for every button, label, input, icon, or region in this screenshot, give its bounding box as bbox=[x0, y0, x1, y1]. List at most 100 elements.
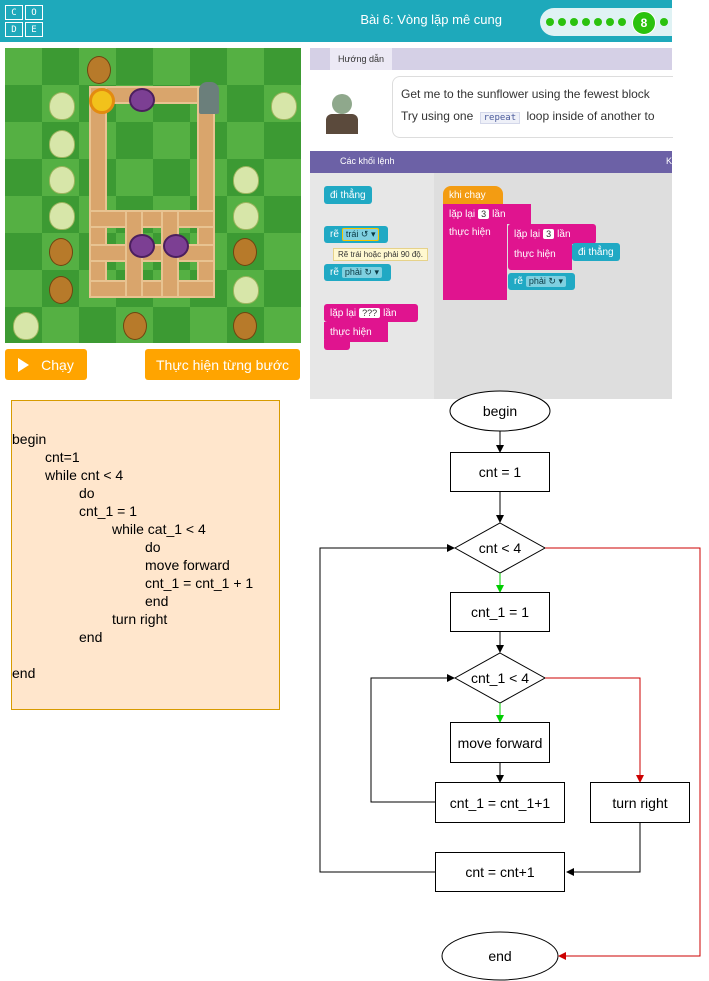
block-label: lần bbox=[557, 228, 571, 240]
tab-instructions[interactable]: Hướng dẫn bbox=[330, 48, 392, 70]
repeat-footer bbox=[324, 340, 350, 350]
code-line: end bbox=[12, 665, 36, 681]
inner-condition-label: cnt_1 < 4 bbox=[471, 670, 529, 686]
block-turn-left[interactable]: rẽ trái ↺ ▾ bbox=[324, 226, 389, 243]
zombie-icon bbox=[199, 82, 219, 114]
code-line: while cnt < 4 bbox=[45, 467, 124, 483]
maze-canvas bbox=[5, 48, 301, 343]
init-cnt-box: cnt = 1 bbox=[450, 452, 550, 492]
wallnut-icon bbox=[49, 238, 73, 266]
squash-icon bbox=[49, 166, 75, 194]
code-line: turn right bbox=[112, 611, 168, 627]
level-dot[interactable] bbox=[546, 18, 554, 26]
block-label: lần bbox=[383, 307, 397, 319]
level-dot[interactable] bbox=[594, 18, 602, 26]
block-turn-right[interactable]: rẽ phải ↻ ▾ bbox=[324, 264, 391, 281]
inner-repeat-body bbox=[508, 224, 572, 270]
squash-icon bbox=[233, 276, 259, 304]
lesson-title: Bài 6: Vòng lặp mê cung bbox=[360, 12, 502, 27]
level-dot[interactable] bbox=[558, 18, 566, 26]
chomper-icon bbox=[129, 234, 155, 258]
inc-cnt-box: cnt = cnt+1 bbox=[435, 852, 565, 892]
direction-dropdown[interactable]: phải ↻ ▾ bbox=[525, 276, 566, 287]
code-logo[interactable]: C O D E bbox=[5, 5, 43, 37]
edge-loop-outer bbox=[319, 544, 455, 873]
outer-repeat-body bbox=[443, 204, 507, 300]
logo-letter: E bbox=[25, 22, 43, 37]
chomper-icon bbox=[129, 88, 155, 112]
top-bar: C O D E Bài 6: Vòng lặp mê cung 8 bbox=[0, 0, 672, 42]
outer-do-label: thực hiện bbox=[449, 226, 491, 238]
instruction-line-2: Try using one repeat loop inside of anot… bbox=[401, 109, 655, 124]
code-line: do bbox=[79, 485, 95, 501]
run-button[interactable]: Chạy bbox=[5, 349, 87, 380]
chomper-icon bbox=[163, 234, 189, 258]
direction-dropdown[interactable]: trái ↺ ▾ bbox=[341, 228, 380, 241]
wallnut-icon bbox=[123, 312, 147, 340]
block-outer-repeat[interactable]: lặp lại 3 lần thực hiện bbox=[443, 204, 531, 300]
squash-icon bbox=[233, 202, 259, 230]
run-button-label: Chạy bbox=[41, 356, 74, 373]
block-when-run[interactable]: khi chạy bbox=[443, 186, 503, 204]
code-line: cnt_1 = cnt_1 + 1 bbox=[145, 575, 254, 591]
code-line: while cat_1 < 4 bbox=[112, 521, 206, 537]
instruction-bubble: Get me to the sunflower using the fewest… bbox=[392, 76, 673, 138]
sunflower-icon bbox=[89, 88, 115, 114]
wallnut-icon bbox=[87, 56, 111, 84]
code-line: begin bbox=[12, 431, 47, 447]
level-dot[interactable] bbox=[618, 18, 626, 26]
level-dot[interactable] bbox=[606, 18, 614, 26]
level-dot[interactable] bbox=[660, 18, 668, 26]
end-label: end bbox=[488, 948, 512, 964]
level-dot[interactable] bbox=[570, 18, 578, 26]
init-cnt1-box: cnt_1 = 1 bbox=[450, 592, 550, 632]
block-label: lặp lại bbox=[514, 228, 541, 240]
workspace-header-label: K bbox=[666, 156, 673, 166]
block-repeat[interactable]: lặp lại ??? lần thực hiện bbox=[324, 304, 418, 350]
block-turn-right[interactable]: rẽ phải ↻ ▾ bbox=[508, 273, 575, 290]
step-button[interactable]: Thực hiện từng bước bbox=[145, 349, 300, 380]
squash-icon bbox=[49, 92, 75, 120]
inner-do-label: thực hiện bbox=[514, 248, 556, 260]
step-button-label: Thực hiện từng bước bbox=[155, 356, 290, 373]
repeat-do-row: thực hiện bbox=[324, 322, 388, 342]
edge-loop-inner bbox=[370, 674, 455, 803]
block-inner-repeat[interactable]: lặp lại 3 lần thực hiện bbox=[508, 224, 596, 294]
edge-false-inner bbox=[545, 677, 644, 783]
block-move-forward[interactable]: đi thẳng bbox=[572, 243, 620, 261]
code-line: end bbox=[145, 593, 169, 609]
squash-icon bbox=[233, 166, 259, 194]
code-line: cnt=1 bbox=[45, 449, 80, 465]
block-label: lặp lại bbox=[330, 307, 357, 319]
move-forward-box: move forward bbox=[450, 722, 550, 763]
instructions-header bbox=[310, 48, 672, 70]
direction-dropdown[interactable]: phải ↻ ▾ bbox=[341, 267, 382, 278]
block-label: rẽ bbox=[514, 276, 523, 287]
squash-icon bbox=[13, 312, 39, 340]
blocks-header-label: Các khối lệnh bbox=[340, 156, 395, 166]
block-move-forward[interactable]: đi thẳng bbox=[324, 186, 372, 204]
instruction-line-1: Get me to the sunflower using the fewest… bbox=[401, 87, 650, 101]
logo-letter: C bbox=[5, 5, 23, 20]
edge bbox=[566, 823, 641, 876]
play-icon bbox=[18, 357, 30, 372]
logo-letter: O bbox=[25, 5, 43, 20]
level-dot[interactable] bbox=[582, 18, 590, 26]
current-level-badge[interactable]: 8 bbox=[632, 11, 656, 35]
zombie-avatar-icon bbox=[322, 94, 362, 136]
path-mid bbox=[89, 210, 215, 228]
edge-false-outer bbox=[545, 547, 701, 960]
wallnut-icon bbox=[233, 238, 257, 266]
repeat-count-input[interactable]: ??? bbox=[359, 308, 381, 318]
repeat-count-input[interactable]: 3 bbox=[543, 229, 555, 239]
code-line: move forward bbox=[145, 557, 230, 573]
repeat-row: lặp lại ??? lần bbox=[324, 304, 418, 322]
inc-cnt1-box: cnt_1 = cnt_1+1 bbox=[435, 782, 565, 823]
toolbox bbox=[310, 173, 434, 399]
code-line: end bbox=[79, 629, 103, 645]
begin-label: begin bbox=[482, 403, 518, 419]
level-progress: 8 bbox=[540, 8, 672, 36]
inner-repeat-row: lặp lại 3 lần bbox=[508, 226, 577, 242]
repeat-count-input[interactable]: 3 bbox=[478, 209, 490, 219]
